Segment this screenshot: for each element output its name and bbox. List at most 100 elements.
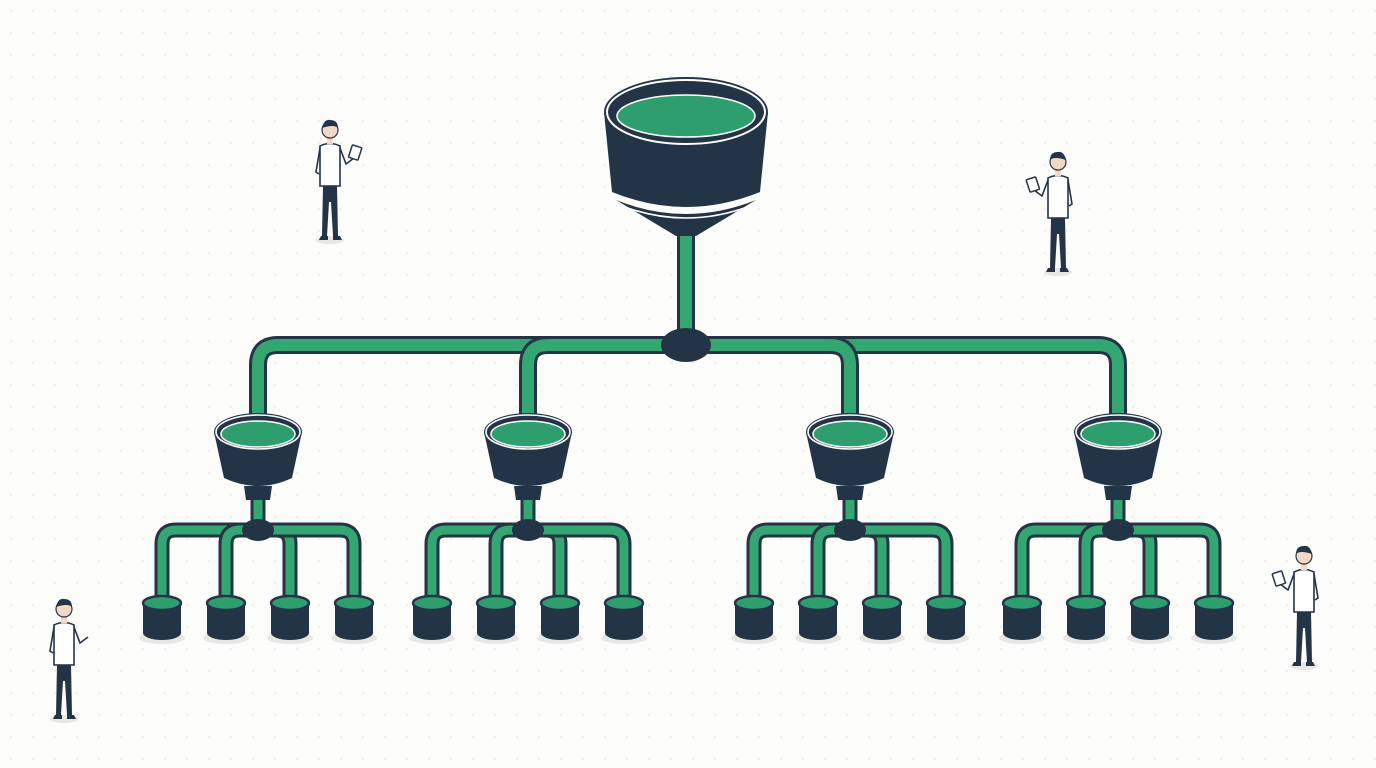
container-body — [1067, 603, 1105, 640]
person-legs — [1050, 218, 1066, 268]
funnel-liquid — [812, 420, 888, 448]
pipe-feed-3-2 — [810, 522, 850, 598]
pipe-core — [528, 525, 629, 598]
container-liquid — [1129, 594, 1171, 612]
container-icon — [139, 594, 185, 644]
container-liquid — [925, 594, 967, 612]
container-icon — [473, 594, 519, 644]
pipe-core — [157, 525, 258, 598]
junction-nodes — [242, 328, 1134, 541]
person-shoe — [1292, 662, 1301, 666]
person-legs — [322, 186, 338, 236]
container-body — [541, 603, 579, 640]
pipe-feed-4-1 — [1014, 522, 1118, 598]
container-body — [799, 603, 837, 640]
funnel-icon — [604, 77, 768, 236]
person-arm — [1279, 573, 1295, 592]
junction-node-3 — [834, 519, 866, 541]
pipe-core — [252, 339, 686, 418]
person-shirt — [319, 142, 341, 187]
pipe-feed-4-4 — [1118, 522, 1222, 598]
container-icon — [999, 594, 1045, 644]
container-liquid — [861, 594, 903, 612]
container-icon — [1191, 594, 1237, 644]
person-arm — [1067, 179, 1073, 207]
person-neck — [61, 617, 67, 623]
person-shoe — [1046, 268, 1055, 272]
person-arm — [339, 147, 355, 166]
tablet-icon — [347, 144, 363, 161]
container-body — [1131, 603, 1169, 640]
pipe-feed-1-4 — [258, 522, 362, 598]
mid-funnels — [214, 413, 1162, 500]
person-shoe — [67, 715, 76, 719]
container-body — [927, 603, 965, 640]
container-body — [271, 603, 309, 640]
person-shoe — [319, 236, 328, 240]
pipe-feed-3-1 — [746, 522, 850, 598]
pipe-feed-4-2 — [1078, 522, 1118, 598]
pipe-feed-1-1 — [154, 522, 258, 598]
pipe-core — [258, 525, 359, 598]
person-shirt — [1293, 568, 1315, 613]
container-icon — [409, 594, 455, 644]
pipe-core — [1081, 525, 1118, 598]
container-body — [1003, 603, 1041, 640]
funnel-spout — [514, 486, 542, 500]
junction-node-2 — [512, 519, 544, 541]
container-body — [605, 603, 643, 640]
funnel-rim-highlight — [1075, 414, 1161, 450]
junction-node-main — [661, 328, 711, 362]
container-icon — [331, 594, 377, 644]
container-liquid — [797, 594, 839, 612]
person-hair — [322, 119, 338, 128]
pipe-branch-2 — [519, 336, 686, 418]
person-icon — [1025, 151, 1073, 276]
pipe-feed-2-4 — [528, 522, 632, 598]
tablet-icon — [1271, 570, 1287, 587]
container-body — [413, 603, 451, 640]
pipe-core — [522, 339, 686, 418]
person-arm — [1033, 179, 1049, 198]
container-liquid — [539, 594, 581, 612]
container-liquid — [603, 594, 645, 612]
pipe-core — [749, 525, 850, 598]
container-liquid — [733, 594, 775, 612]
funnel-icon — [214, 413, 302, 500]
funnel-liquid — [490, 420, 566, 448]
pipe-core — [427, 525, 528, 598]
funnel-rim-highlight — [606, 79, 766, 145]
container-icon — [1127, 594, 1173, 644]
pipe-feed-3-4 — [850, 522, 954, 598]
person-legs — [1296, 612, 1312, 662]
container-body — [143, 603, 181, 640]
pipe-feed-2-2 — [488, 522, 528, 598]
container-body — [863, 603, 901, 640]
person-icon — [49, 598, 89, 723]
person-hair — [1050, 151, 1066, 160]
container-icon — [1063, 594, 1109, 644]
container-icon — [859, 594, 905, 644]
container-icon — [267, 594, 313, 644]
container-icon — [923, 594, 969, 644]
funnel-liquid — [220, 420, 296, 448]
funnel-rim-highlight — [807, 414, 893, 450]
person-neck — [1055, 170, 1061, 176]
pipe-core — [491, 525, 528, 598]
container-liquid — [1193, 594, 1235, 612]
person-icon — [315, 119, 363, 244]
pipe-core — [686, 339, 1124, 418]
container-liquid — [141, 594, 183, 612]
container-liquid — [411, 594, 453, 612]
person-arm — [49, 626, 55, 654]
container-liquid — [269, 594, 311, 612]
funnel-icon — [1074, 413, 1162, 500]
pipe-branch-3 — [686, 336, 859, 418]
person-shoe — [1306, 662, 1315, 666]
funnel-liquid — [1080, 420, 1156, 448]
pipe-core — [813, 525, 850, 598]
pipe-branch-1 — [249, 336, 686, 418]
people — [49, 119, 1319, 723]
person-shoe — [333, 236, 342, 240]
person-hair — [56, 598, 72, 607]
